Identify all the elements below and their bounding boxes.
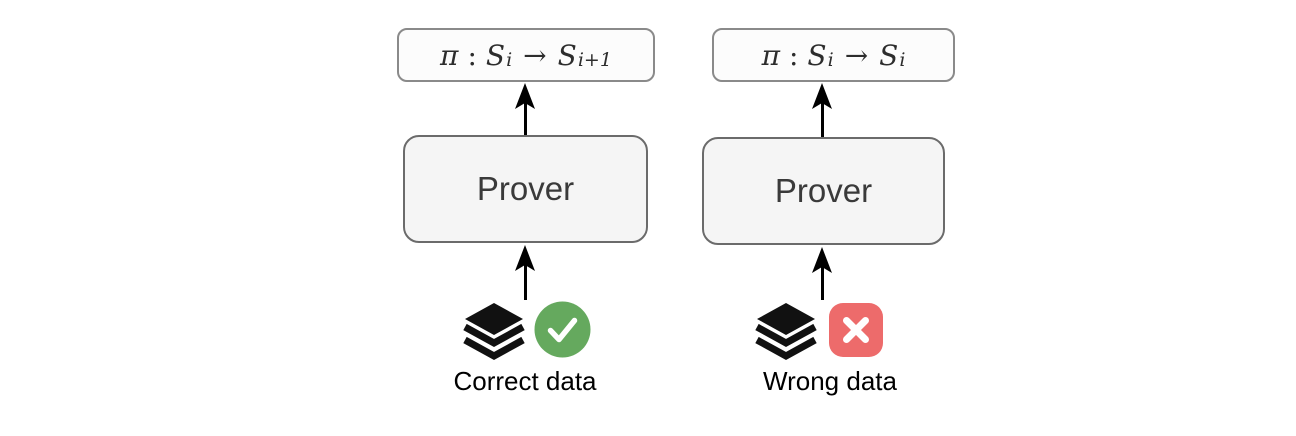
arrowhead-icon	[515, 83, 535, 109]
formula-colon: :	[788, 38, 799, 72]
arrow-shaft	[820, 102, 824, 137]
arrowhead-icon	[515, 245, 535, 271]
formula-state-from: S	[485, 38, 506, 72]
arrow-shaft	[523, 264, 527, 300]
formula-pi: π	[440, 38, 459, 72]
formula-state-from: S	[807, 38, 827, 72]
prover-box: Prover	[702, 137, 945, 245]
formula-colon: :	[467, 38, 477, 72]
prover-label: Prover	[476, 170, 575, 207]
data-stack-icon	[463, 303, 525, 360]
formula-state-from-subscript: i	[506, 49, 513, 72]
formula-state-to-subscript: i+1	[577, 49, 612, 72]
data-label: Wrong data	[763, 366, 897, 396]
arrow-up-icon	[514, 83, 536, 135]
prover-box: Prover	[403, 135, 648, 243]
formula-pi: π	[761, 38, 780, 72]
arrowhead-icon	[812, 247, 832, 273]
formula-state-to: S	[879, 38, 899, 72]
formula-state-to: S	[557, 38, 577, 72]
formula-state-from-subscript: i	[827, 49, 834, 72]
data-stack-icon	[755, 303, 817, 360]
arrow-up-icon	[811, 83, 833, 137]
data-label: Correct data	[453, 366, 597, 396]
prover-label: Prover	[774, 172, 873, 209]
formula-state-to-subscript: i	[899, 49, 906, 72]
check-circle-icon	[534, 301, 591, 358]
formula-maps-to-arrow: →	[523, 38, 547, 72]
arrow-shaft	[820, 266, 824, 300]
arrow-shaft	[523, 102, 527, 135]
arrow-up-icon	[811, 247, 833, 300]
cross-square-icon	[829, 303, 883, 357]
formula-maps-to-arrow: →	[844, 38, 869, 72]
cross-icon	[843, 317, 869, 343]
arrow-up-icon	[514, 245, 536, 300]
arrowhead-icon	[812, 83, 832, 109]
